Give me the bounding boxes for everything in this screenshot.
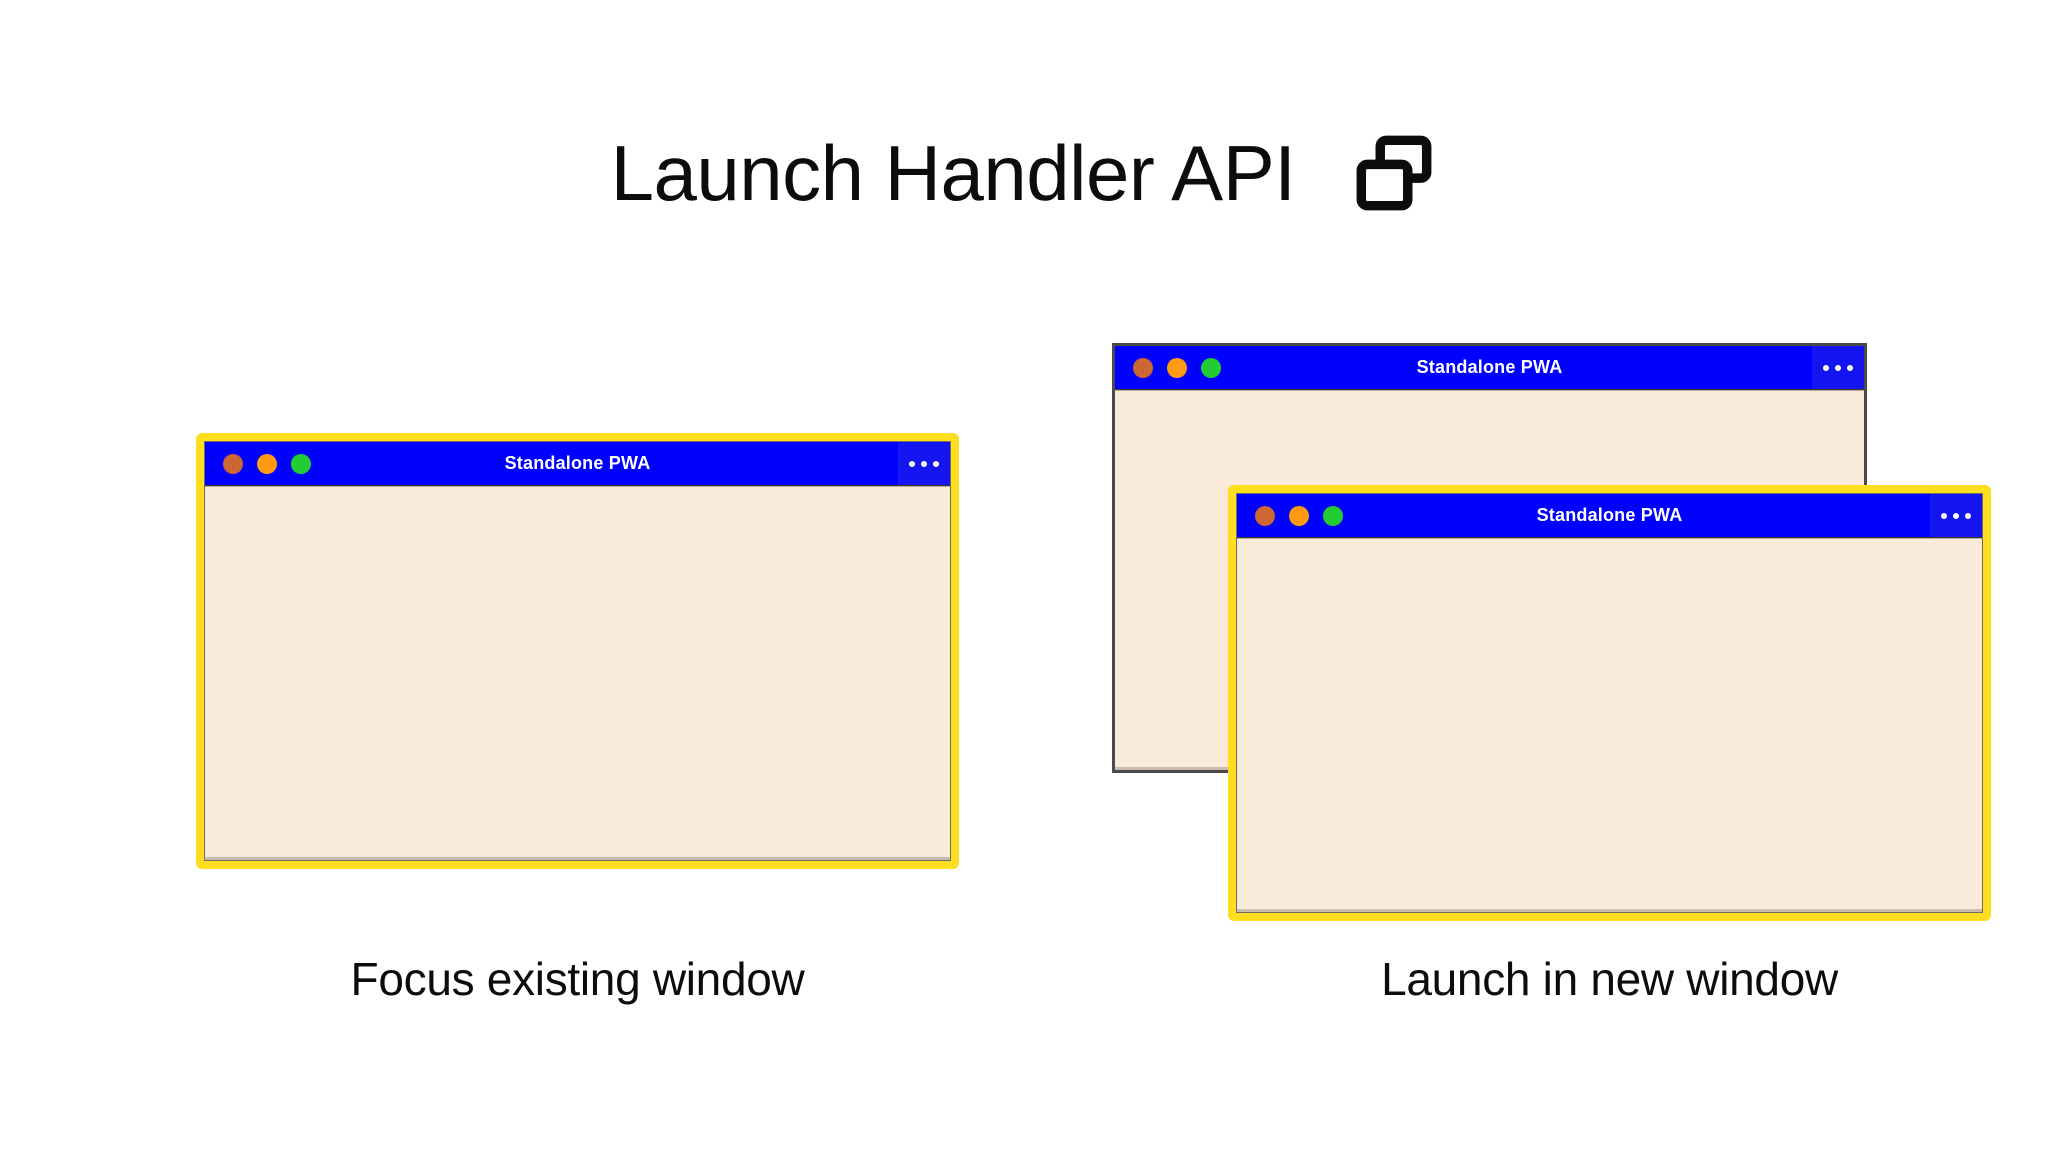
maximize-dot[interactable] <box>1201 357 1221 378</box>
menu-dot <box>1823 364 1829 371</box>
traffic-lights <box>223 453 325 474</box>
window-inner: Standalone PWA <box>1236 493 1983 913</box>
close-dot[interactable] <box>1255 505 1275 526</box>
close-dot[interactable] <box>1133 357 1153 378</box>
maximize-dot[interactable] <box>291 453 311 474</box>
window-titlebar[interactable]: Standalone PWA <box>205 442 950 486</box>
mock-window-focus-existing[interactable]: Standalone PWA <box>196 433 959 869</box>
minimize-dot[interactable] <box>1167 357 1187 378</box>
overflow-menu-button[interactable] <box>1812 346 1864 389</box>
window-titlebar[interactable]: Standalone PWA <box>1115 346 1864 390</box>
window-content-area <box>205 486 950 860</box>
overflow-menu-button[interactable] <box>898 442 950 485</box>
maximize-dot[interactable] <box>1323 505 1343 526</box>
menu-dot <box>921 460 927 467</box>
window-content-surface <box>205 487 950 860</box>
window-content-surface <box>1237 539 1982 912</box>
traffic-lights <box>1255 505 1357 526</box>
minimize-dot[interactable] <box>1289 505 1309 526</box>
window-titlebar[interactable]: Standalone PWA <box>1237 494 1982 538</box>
overflow-menu-button[interactable] <box>1930 494 1982 537</box>
menu-dot <box>1941 512 1947 519</box>
window-content-area <box>1237 538 1982 912</box>
caption-focus-existing-window: Focus existing window <box>350 953 805 1005</box>
traffic-lights <box>1133 357 1235 378</box>
page-header: Launch Handler API <box>0 118 2048 228</box>
caption-launch-in-new-window: Launch in new window <box>1381 953 1838 1005</box>
menu-dot <box>1835 364 1841 371</box>
menu-dot <box>1953 512 1959 519</box>
mock-window-new-foreground[interactable]: Standalone PWA <box>1228 485 1991 921</box>
menu-dot <box>909 460 915 467</box>
window-inner: Standalone PWA <box>204 441 951 861</box>
minimize-dot[interactable] <box>257 453 277 474</box>
close-dot[interactable] <box>223 453 243 474</box>
page-title: Launch Handler API <box>610 129 1296 217</box>
menu-dot <box>1847 364 1853 371</box>
menu-dot <box>1965 512 1971 519</box>
menu-dot <box>933 460 939 467</box>
two-overlapping-windows-icon <box>1351 130 1437 216</box>
